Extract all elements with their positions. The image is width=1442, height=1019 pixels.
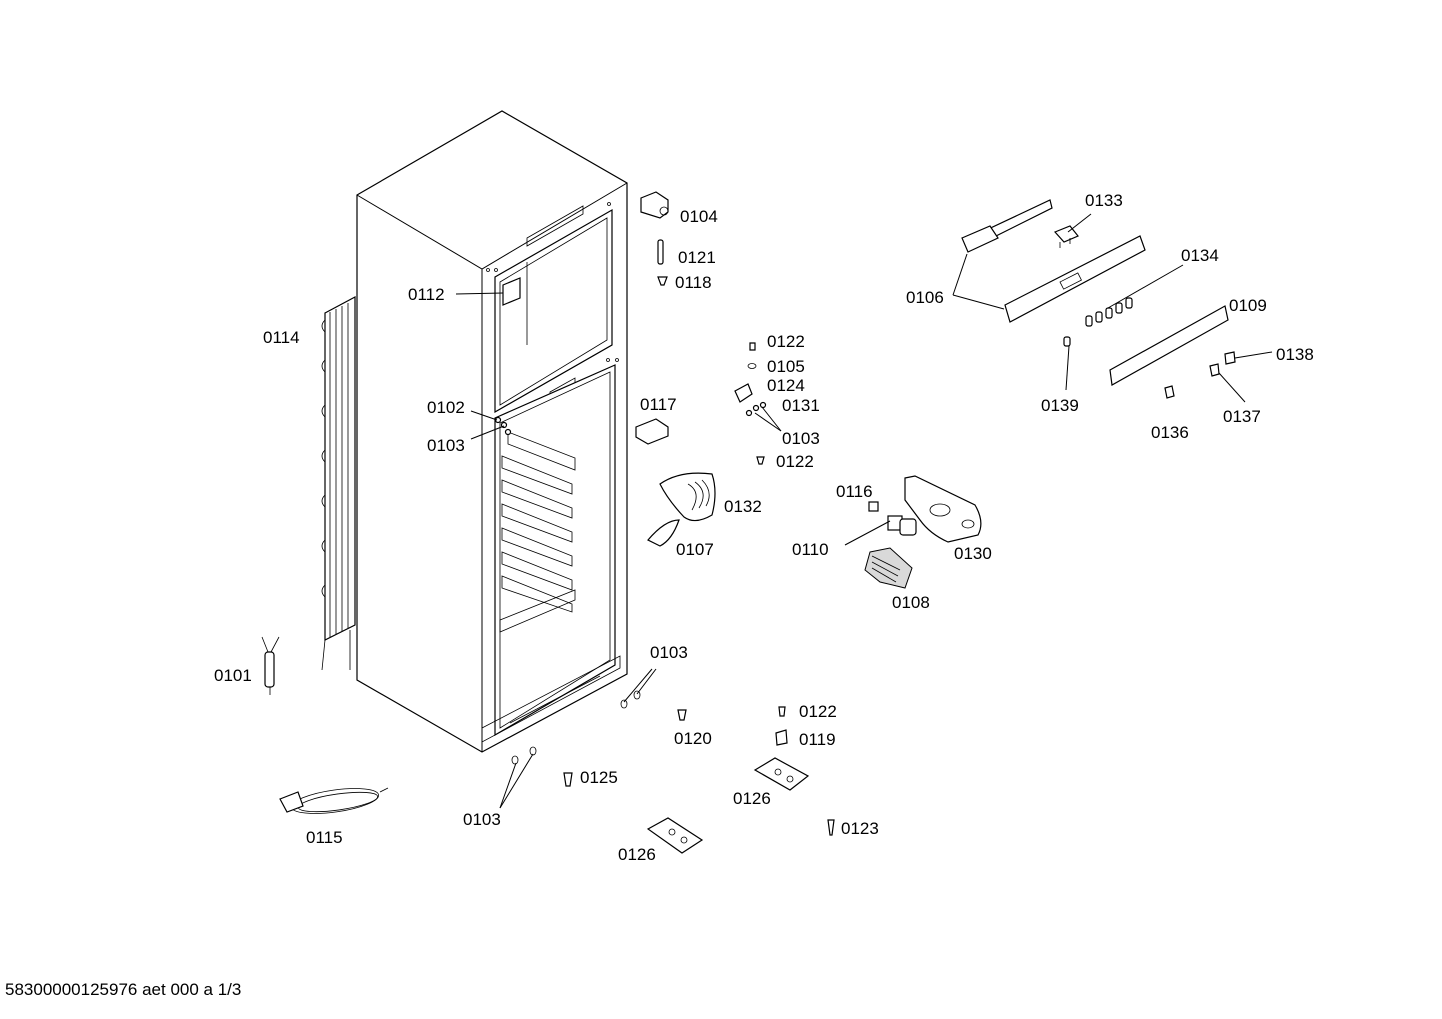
part-0117-switch (635, 418, 669, 445)
part-0115-power-cord (279, 787, 389, 814)
part-0118-bushing (657, 276, 668, 286)
part-0137-clip (1209, 363, 1220, 377)
part-0101-filter-drier (261, 636, 280, 695)
label-0103-right: 0103 (650, 643, 688, 662)
hinge-small-parts (734, 342, 767, 465)
part-0103-washers (511, 690, 641, 765)
label-0138: 0138 (1276, 345, 1314, 364)
label-0106: 0106 (906, 288, 944, 307)
label-0133: 0133 (1085, 191, 1123, 210)
part-0134-control-panel (1004, 235, 1146, 323)
part-0116-holder (868, 501, 879, 512)
part-0120-screw (677, 709, 687, 721)
label-0105: 0105 (767, 357, 805, 376)
label-0139: 0139 (1041, 396, 1079, 415)
part-0126-hinge-plate-a (753, 757, 810, 791)
label-0126-upper: 0126 (733, 789, 771, 808)
fridge-cabinet (356, 110, 628, 753)
label-0103-hinge: 0103 (782, 429, 820, 448)
part-0133-thermostat-switch (1053, 225, 1079, 248)
part-labels: 0104 0121 0118 0112 0114 0102 0103 0117 … (214, 191, 1314, 864)
label-0110: 0110 (792, 540, 829, 559)
leader-lines (455, 213, 1273, 809)
part-0136-clip (1164, 385, 1175, 399)
label-0132: 0132 (724, 497, 762, 516)
part-0112-label-plate (502, 277, 521, 306)
label-0131: 0131 (782, 396, 820, 415)
label-0103-lower: 0103 (463, 810, 501, 829)
part-0107-flap (647, 519, 680, 547)
label-0134: 0134 (1181, 246, 1219, 265)
label-0102: 0102 (427, 398, 465, 417)
part-0122-bushing (778, 706, 786, 717)
part-0119-bushing (775, 729, 788, 746)
label-0124: 0124 (767, 376, 805, 395)
label-0126-lower: 0126 (618, 845, 656, 864)
part-0114-condenser (321, 296, 356, 671)
part-0109-panel-cover (1109, 305, 1229, 386)
label-0122-bottom: 0122 (799, 702, 837, 721)
part-0108-lamp-cover (864, 547, 913, 589)
label-0121: 0121 (678, 248, 716, 267)
part-0110-bulb-socket (887, 515, 917, 536)
buttons-0134 (1085, 297, 1133, 327)
label-0125: 0125 (580, 768, 618, 787)
label-0122-top: 0122 (767, 332, 805, 351)
label-0119: 0119 (799, 730, 836, 749)
label-0116: 0116 (836, 482, 873, 501)
part-0106-control-bracket (961, 199, 1053, 253)
part-0139-knob (1063, 336, 1071, 347)
label-0115: 0115 (306, 828, 343, 847)
part-0123-screw (827, 819, 835, 836)
label-0114: 0114 (263, 328, 300, 347)
part-0121-pin (657, 239, 664, 265)
label-0122-middle: 0122 (776, 452, 814, 471)
part-0125-screw (563, 772, 573, 787)
part-0138-clip (1224, 351, 1236, 365)
part-0130-lamp-housing (904, 475, 982, 543)
label-0117: 0117 (640, 395, 677, 414)
part-0104-hinge (640, 191, 669, 219)
part-0132-fan-cover (659, 472, 716, 522)
label-0123: 0123 (841, 819, 879, 838)
label-0120: 0120 (674, 729, 712, 748)
label-0130: 0130 (954, 544, 992, 563)
label-0107: 0107 (676, 540, 714, 559)
label-0104: 0104 (680, 207, 718, 226)
label-0112: 0112 (408, 285, 445, 304)
label-0103-upper: 0103 (427, 436, 465, 455)
document-footer-code: 58300000125976 aet 000 a 1/3 (5, 980, 242, 999)
label-0108: 0108 (892, 593, 930, 612)
label-0101: 0101 (214, 666, 252, 685)
label-0118: 0118 (675, 273, 712, 292)
door-shelves (501, 431, 576, 613)
label-0109: 0109 (1229, 296, 1267, 315)
label-0136: 0136 (1151, 423, 1189, 442)
part-0126-hinge-plate-b (646, 817, 704, 854)
label-0137: 0137 (1223, 407, 1261, 426)
